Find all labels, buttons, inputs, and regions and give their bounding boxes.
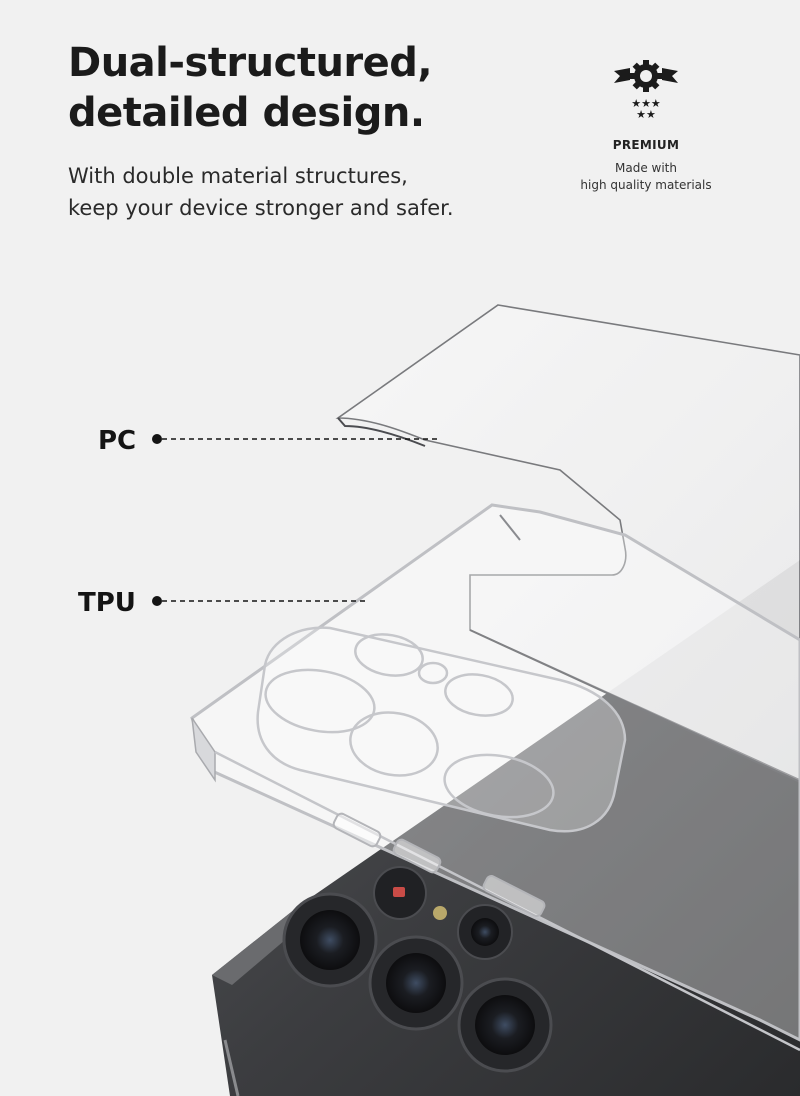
headline-line-1: Dual-structured, xyxy=(68,40,433,86)
pc-callout-label: PC xyxy=(98,426,137,456)
badge-description-line-1: Made with xyxy=(615,161,677,175)
badge-title: PREMIUM xyxy=(612,138,680,152)
badge-description-line-2: high quality materials xyxy=(580,178,712,192)
svg-text:★★★: ★★★ xyxy=(631,97,661,110)
premium-badge-icon: ★★★ ★★ xyxy=(614,60,678,120)
tpu-callout-label: TPU xyxy=(78,588,136,618)
camera-cutout xyxy=(256,626,627,833)
subheadline-line-2: keep your device stronger and safer. xyxy=(68,196,454,220)
subheadline-line-1: With double material structures, xyxy=(68,164,408,188)
subheadline: With double material structures, keep yo… xyxy=(68,160,454,224)
camera-module xyxy=(282,866,553,1073)
premium-badge: ★★★ ★★ PREMIUM Made with high quality ma… xyxy=(556,58,736,194)
callout-leaders xyxy=(152,434,440,606)
svg-text:★★: ★★ xyxy=(636,108,656,120)
headline-line-2: detailed design. xyxy=(68,90,425,136)
headline: Dual-structured, detailed design. xyxy=(68,38,433,138)
badge-description: Made with high quality materials xyxy=(556,160,736,194)
tpu-bumper-frame xyxy=(190,503,800,1052)
